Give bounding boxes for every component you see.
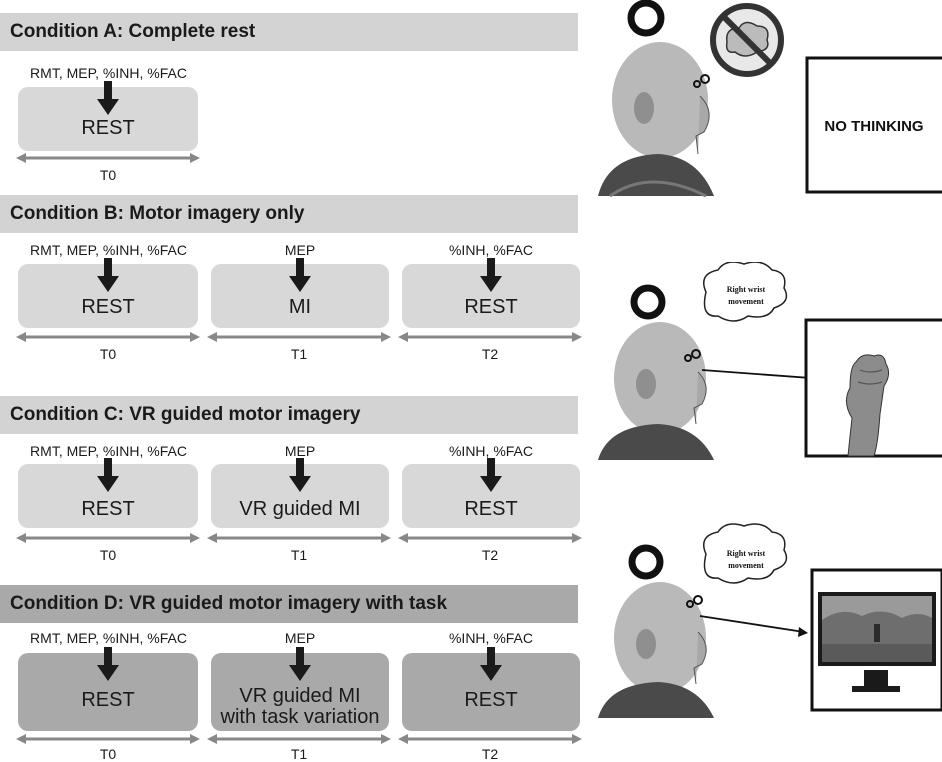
condition-b-header: Condition B: Motor imagery only bbox=[0, 195, 578, 233]
measure-label: MEP bbox=[284, 443, 316, 459]
phase-label: VR guided MI bbox=[239, 498, 361, 520]
down-arrow-icon bbox=[480, 458, 502, 492]
timeline-arrow bbox=[16, 153, 200, 163]
thought-text-line1: Right wrist bbox=[727, 285, 766, 294]
fist-icon bbox=[846, 354, 890, 457]
down-arrow-icon bbox=[480, 258, 502, 292]
measure-label: RMT, MEP, %INH, %FAC bbox=[30, 65, 187, 81]
time-label: T0 bbox=[99, 547, 117, 563]
illustration-b: Right wrist movement bbox=[598, 262, 942, 460]
phase-label: MI bbox=[288, 296, 312, 318]
phase-box: REST bbox=[402, 647, 580, 731]
down-arrow-icon bbox=[289, 258, 311, 292]
phase-label: REST bbox=[81, 689, 135, 711]
phase-label-line2: with task variation bbox=[220, 706, 380, 728]
no-thinking-icon bbox=[710, 3, 784, 77]
phase-box: MI bbox=[211, 258, 389, 328]
vr-monitor-icon bbox=[818, 592, 936, 692]
phase-box: VR guided MI bbox=[211, 458, 389, 528]
down-arrow-icon bbox=[480, 647, 502, 681]
phase-label: REST bbox=[464, 296, 518, 318]
phase-label: REST bbox=[81, 498, 135, 520]
phase-label: REST bbox=[81, 296, 135, 318]
down-arrow-icon bbox=[289, 647, 311, 681]
timeline-arrow bbox=[207, 533, 391, 543]
condition-a-header: Condition A: Complete rest bbox=[0, 13, 578, 51]
thought-text-line1: Right wrist bbox=[727, 549, 766, 558]
head-icon bbox=[598, 544, 714, 718]
time-label: T2 bbox=[481, 346, 499, 362]
down-arrow-icon bbox=[97, 647, 119, 681]
down-arrow-icon bbox=[289, 458, 311, 492]
time-label: T1 bbox=[290, 346, 308, 362]
measure-label: RMT, MEP, %INH, %FAC bbox=[30, 630, 187, 646]
measure-label: MEP bbox=[284, 630, 316, 646]
measure-label: RMT, MEP, %INH, %FAC bbox=[30, 242, 187, 258]
measure-label: %INH, %FAC bbox=[448, 443, 533, 459]
time-label: T2 bbox=[481, 746, 499, 762]
phase-label: REST bbox=[81, 117, 135, 139]
time-label: T1 bbox=[290, 547, 308, 563]
timeline-arrow bbox=[16, 332, 200, 342]
timeline-arrow bbox=[398, 332, 582, 342]
measure-label: %INH, %FAC bbox=[448, 630, 533, 646]
condition-d-header: Condition D: VR guided motor imagery wit… bbox=[0, 585, 578, 623]
condition-c-header: Condition C: VR guided motor imagery bbox=[0, 396, 578, 434]
thought-bubble: Right wrist movement bbox=[703, 523, 788, 584]
screen-text: NO THINKING bbox=[824, 118, 923, 135]
measure-label: MEP bbox=[284, 242, 316, 258]
down-arrow-icon bbox=[97, 458, 119, 492]
time-label: T1 bbox=[290, 746, 308, 762]
phase-box: REST bbox=[18, 258, 198, 328]
gaze-arrow bbox=[699, 615, 805, 633]
phase-box: REST bbox=[18, 81, 198, 151]
time-label: T2 bbox=[481, 547, 499, 563]
timeline-arrow bbox=[207, 734, 391, 744]
phase-label-line1: VR guided MI bbox=[239, 685, 361, 707]
measure-label: RMT, MEP, %INH, %FAC bbox=[30, 443, 187, 459]
phase-box: REST bbox=[402, 258, 580, 328]
time-label: T0 bbox=[99, 346, 117, 362]
timeline-arrow bbox=[16, 734, 200, 744]
time-label: T0 bbox=[99, 746, 117, 762]
timeline-arrow bbox=[398, 533, 582, 543]
phase-label: REST bbox=[464, 498, 518, 520]
timeline-arrow bbox=[16, 533, 200, 543]
screen-frame bbox=[805, 56, 942, 194]
illustration-c: Right wrist movement bbox=[598, 523, 942, 718]
thought-bubble: Right wrist movement bbox=[703, 262, 788, 322]
timeline-arrow bbox=[207, 332, 391, 342]
measure-label: %INH, %FAC bbox=[448, 242, 533, 258]
head-icon bbox=[598, 0, 714, 198]
phase-box: REST bbox=[18, 458, 198, 528]
timeline-arrow bbox=[398, 734, 582, 744]
phase-label: REST bbox=[464, 689, 518, 711]
phase-box: VR guided MI with task variation bbox=[211, 647, 389, 731]
time-label: T0 bbox=[99, 167, 117, 183]
down-arrow-icon bbox=[97, 81, 119, 115]
phase-box: REST bbox=[402, 458, 580, 528]
illustration-a: NO THINKING bbox=[598, 0, 942, 198]
thought-text-line2: movement bbox=[728, 297, 764, 306]
down-arrow-icon bbox=[97, 258, 119, 292]
thought-text-line2: movement bbox=[728, 561, 764, 570]
head-icon bbox=[598, 284, 714, 460]
phase-box: REST bbox=[18, 647, 198, 731]
